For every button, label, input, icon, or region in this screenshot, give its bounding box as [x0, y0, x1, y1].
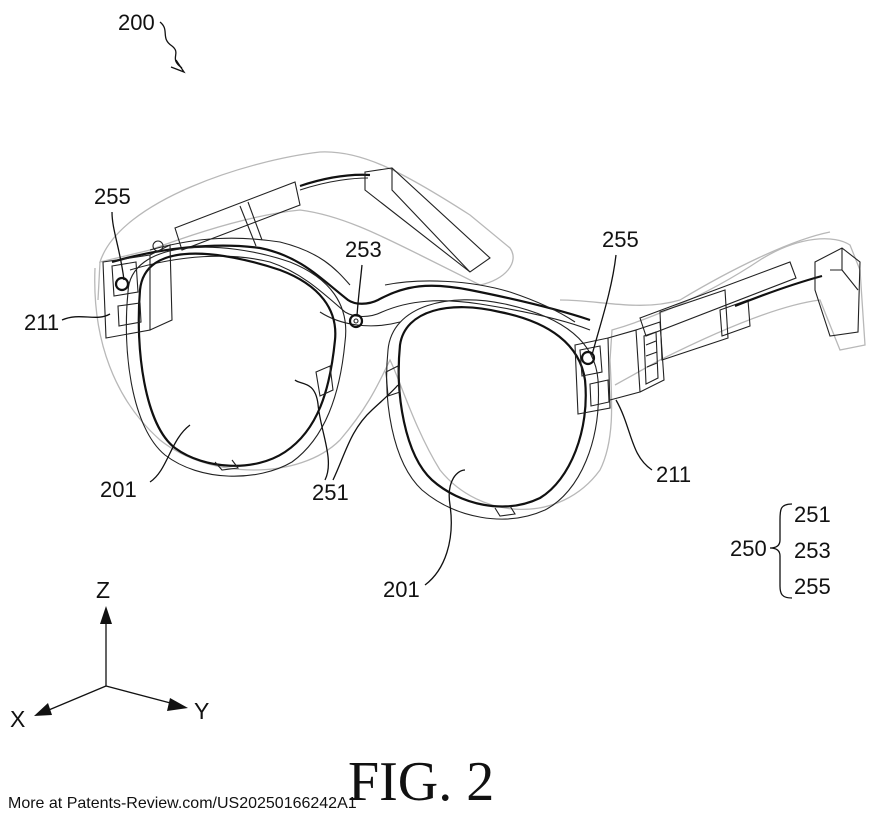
- label-hinge-sensor-right: 255: [602, 227, 639, 252]
- leader-lines: [61, 21, 653, 586]
- lens-left: [125, 246, 347, 477]
- legend-child-3: 255: [794, 574, 831, 599]
- right-temple: [639, 247, 861, 361]
- legend-child-1: 251: [794, 502, 831, 527]
- legend-child-2: 253: [794, 538, 831, 563]
- left-hinge: [102, 240, 173, 339]
- axis-z-label: Z: [96, 577, 110, 603]
- label-bridge-sensor: 253: [345, 237, 382, 262]
- coordinate-axes: [34, 606, 188, 716]
- group-brace: [769, 503, 793, 599]
- legend-parent: 250: [730, 536, 767, 561]
- label-hinge-sensor-left: 255: [94, 184, 131, 209]
- label-lens-right: 201: [383, 577, 420, 602]
- label-lens-left: 201: [100, 477, 137, 502]
- right-hinge: [574, 321, 665, 415]
- lens-right: [385, 299, 600, 520]
- label-frame-left: 211: [24, 310, 59, 335]
- bridge-sensor: [348, 313, 364, 329]
- label-frame-right: 211: [656, 462, 691, 487]
- axis-x-label: X: [10, 706, 25, 732]
- figure-caption: FIG. 2: [348, 751, 494, 813]
- footer-link[interactable]: More at Patents-Review.com/US20250166242…: [8, 795, 357, 812]
- housing-outline: [94, 151, 866, 510]
- label-device: 200: [118, 10, 155, 35]
- axis-y-label: Y: [194, 698, 209, 724]
- label-rim-sensor: 251: [312, 480, 349, 505]
